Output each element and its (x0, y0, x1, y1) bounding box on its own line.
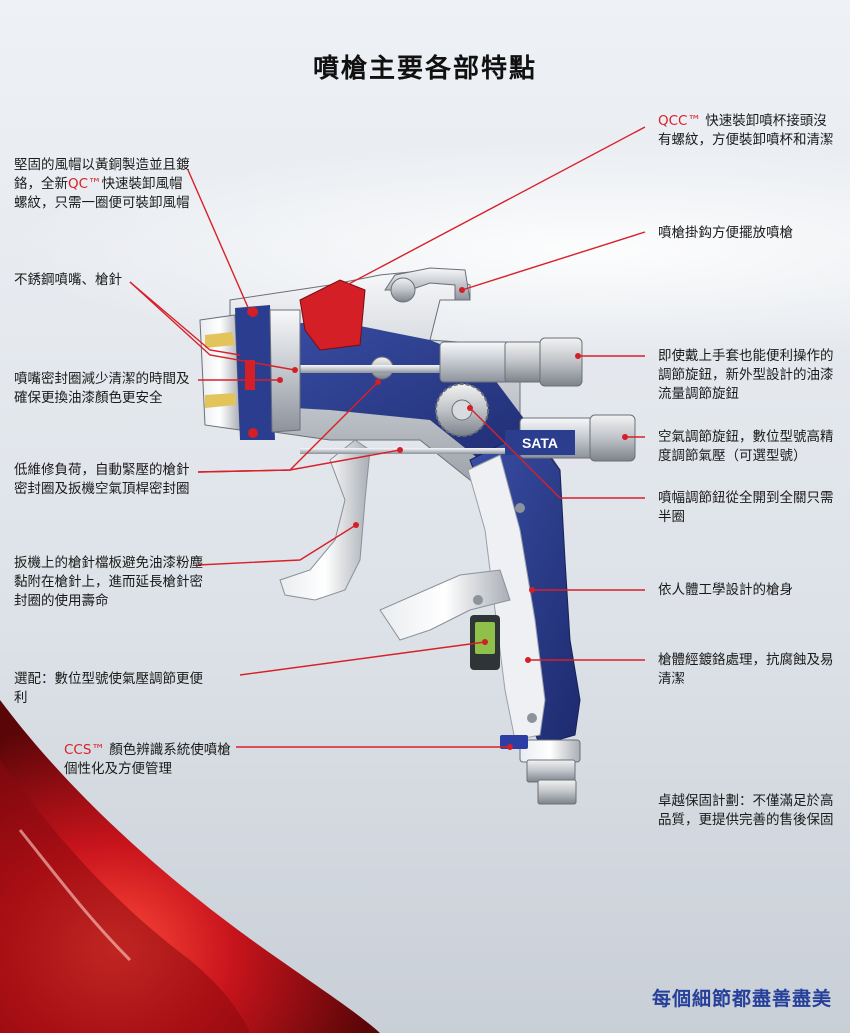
callout-needle-shield: 扳機上的槍針檔板避免油漆粉塵黏附在槍針上，進而延長槍針密封圈的使用壽命 (14, 554, 204, 611)
callout-chrome-body: 槍體經鍍鉻處理，抗腐蝕及易清潔 (658, 651, 838, 689)
callout-text: 即使戴上手套也能便利操作的調節旋鈕，新外型設計的油漆流量調節旋鈕 (658, 348, 834, 402)
tagline: 每個細節都盡善盡美 (651, 988, 832, 1010)
callout-qcc: QCC™ 快速裝卸噴杯接頭沒有螺紋，方便裝卸噴杯和清潔 (658, 112, 838, 150)
callout-text: 顏色辨識系統使噴槍個性化及方便管理 (64, 742, 231, 777)
callout-highlight: QCC™ (658, 113, 701, 129)
callout-text: 不銹鋼噴嘴、槍針 (14, 272, 122, 288)
callout-text: 槍體經鍍鉻處理，抗腐蝕及易清潔 (658, 652, 834, 687)
callout-text: 噴槍掛鈎方便擺放噴槍 (658, 225, 793, 241)
callout-nozzle-needle: 不銹鋼噴嘴、槍針 (14, 271, 194, 290)
leader-lines (129, 126, 646, 750)
callout-text: 依人體工學設計的槍身 (658, 582, 793, 598)
sata-brand-mark: SATA (522, 435, 558, 451)
gun-body: SATA (199, 267, 636, 805)
callout-text: 噴嘴密封圈減少清潔的時間及確保更換油漆顏色更安全 (14, 371, 190, 406)
callout-text: 卓越保固計劃：不僅滿足於高品質，更提供完善的售後保固 (658, 793, 834, 828)
callout-text: 選配：數位型號使氣壓調節更便利 (14, 671, 203, 706)
callout-air-cap: 堅固的風帽以黃銅製造並且鍍鉻，全新QC™快速裝卸風帽螺紋，只需一圈便可裝卸風帽 (14, 156, 194, 213)
callout-material-knob: 即使戴上手套也能便利操作的調節旋鈕，新外型設計的油漆流量調節旋鈕 (658, 347, 838, 404)
callout-highlight: QC™ (68, 176, 102, 192)
callout-digital-option: 選配：數位型號使氣壓調節更便利 (14, 670, 204, 708)
callout-nozzle-seal: 噴嘴密封圈減少清潔的時間及確保更換油漆顏色更安全 (14, 370, 194, 408)
callout-warranty: 卓越保固計劃：不僅滿足於高品質，更提供完善的售後保固 (658, 792, 838, 830)
callout-needle-seal: 低維修負荷，自動緊壓的槍針密封圈及扳機空氣頂桿密封圈 (14, 461, 194, 499)
callout-fan-knob: 噴幅調節鈕從全開到全關只需半圈 (658, 489, 838, 527)
callout-text: 空氣調節旋鈕，數位型號高精度調節氣壓（可選型號） (658, 429, 834, 464)
callout-hook: 噴槍掛鈎方便擺放噴槍 (658, 224, 838, 243)
callout-ergonomic-body: 依人體工學設計的槍身 (658, 581, 838, 600)
callout-text: 堅固的風帽以黃銅製造並且鍍鉻，全新 (14, 157, 190, 192)
callout-text: 快速裝卸風帽螺紋，只需一圈便可裝卸風帽 (14, 176, 190, 211)
callout-text: 扳機上的槍針檔板避免油漆粉塵黏附在槍針上，進而延長槍針密封圈的使用壽命 (14, 555, 203, 609)
callout-ccs: CCS™ 顏色辨識系統使噴槍個性化及方便管理 (64, 741, 234, 779)
page-title: 噴槍主要各部特點 (312, 54, 537, 84)
callout-text: 快速裝卸噴杯接頭沒有螺紋，方便裝卸噴杯和清潔 (658, 113, 834, 148)
callout-text: 噴幅調節鈕從全開到全關只需半圈 (658, 490, 834, 525)
callout-text: 低維修負荷，自動緊壓的槍針密封圈及扳機空氣頂桿密封圈 (14, 462, 190, 497)
callout-air-knob: 空氣調節旋鈕，數位型號高精度調節氣壓（可選型號） (658, 428, 838, 466)
callout-highlight: CCS™ (64, 742, 105, 758)
